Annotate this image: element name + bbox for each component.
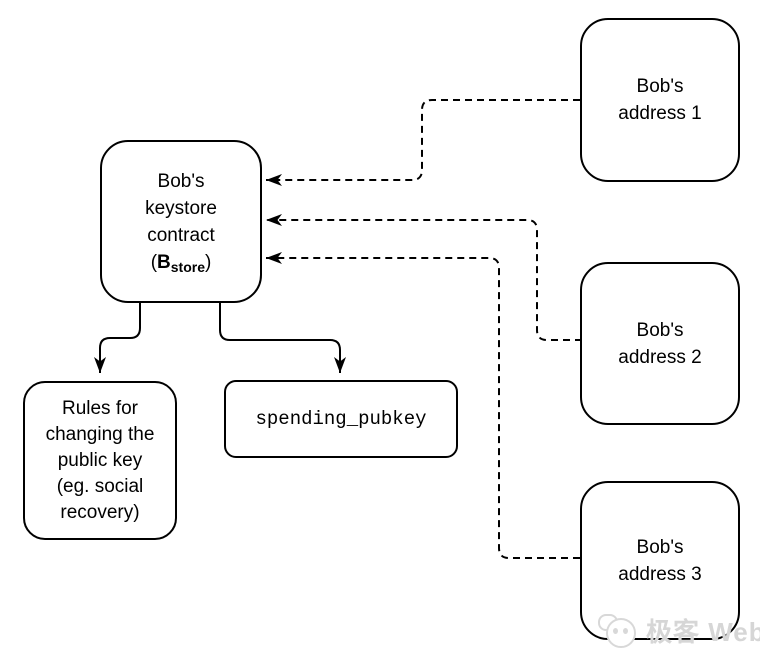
keystore-label-line3: contract: [147, 224, 215, 246]
dashed-arrow-address1-to-keystore: [266, 99, 580, 186]
keystore-contract-label: Bob's keystore contract (Bstore): [145, 168, 217, 276]
bobs-address-1-box: Bob's address 1: [580, 18, 740, 182]
bobs-address-2-box: Bob's address 2: [580, 262, 740, 425]
bobs-address-1-label: Bob's address 1: [618, 76, 702, 124]
keystore-label-line1: Bob's: [157, 170, 205, 192]
solid-arrow-keystore-to-rules: [94, 303, 141, 373]
watermark: 极客 Web3: [598, 610, 760, 650]
spending-pubkey-box: spending_pubkey: [224, 380, 458, 458]
watermark-text: 极客 Web3: [646, 616, 760, 647]
keystore-symbol-subscript: store: [170, 258, 205, 275]
panda-eye-left-icon: [613, 628, 618, 634]
dashed-arrow-address3-to-keystore: [266, 252, 580, 559]
spending-pubkey-label: spending_pubkey: [255, 407, 427, 430]
keystore-symbol-main: B: [157, 251, 171, 273]
geek-web3-logo-icon: [598, 610, 638, 650]
bobs-address-2-label: Bob's address 2: [618, 319, 702, 368]
keystore-paren-open: (: [150, 251, 158, 273]
panda-eye-right-icon: [623, 628, 628, 634]
bobs-address-3-box: Bob's address 3: [580, 481, 740, 640]
rules-box: Rules for changing the public key (eg. s…: [23, 381, 177, 540]
keystore-contract-box: Bob's keystore contract (Bstore): [100, 140, 262, 303]
dashed-arrow-address2-to-keystore: [266, 214, 582, 341]
bobs-address-3-label: Bob's address 3: [618, 536, 702, 585]
keystore-label-line2: keystore: [145, 197, 217, 219]
rules-label: Rules for changing the public key (eg. s…: [45, 397, 155, 523]
keystore-paren-close: ): [204, 251, 212, 273]
solid-arrow-keystore-to-spending: [219, 303, 346, 373]
panda-head-icon: [606, 618, 636, 648]
keystore-symbol-line: (Bstore): [145, 249, 217, 276]
